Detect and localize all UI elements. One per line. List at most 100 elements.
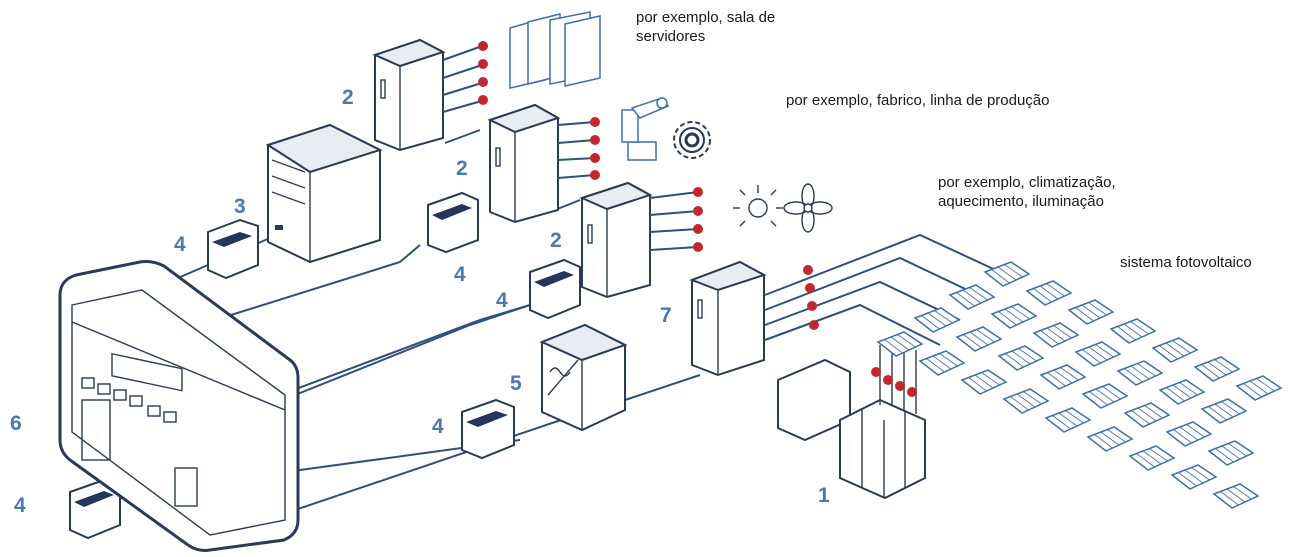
solar-panel xyxy=(1039,364,1087,390)
solar-panel xyxy=(1165,421,1213,447)
solar-panel xyxy=(1207,440,1255,466)
solar-panel xyxy=(1025,280,1073,306)
solar-panel-grid-line xyxy=(1023,391,1042,405)
solar-panel xyxy=(1235,375,1283,401)
meter-and-breakers xyxy=(777,345,926,500)
solar-panel-grid-line xyxy=(1249,380,1269,395)
robot-arm-icon xyxy=(621,97,670,161)
solar-panel-grid-line xyxy=(1065,410,1084,424)
solar-panel-grid-line xyxy=(1011,306,1030,320)
label-module-production: 4 xyxy=(454,263,466,286)
label-meter: 1 xyxy=(818,484,830,507)
solar-panel-grid-line xyxy=(897,334,916,348)
module-server xyxy=(207,218,259,280)
solar-panel-grid-line xyxy=(998,311,1017,326)
solar-panel-grid-line xyxy=(1046,327,1066,342)
label-module-inverter: 4 xyxy=(432,415,444,438)
solar-panel-grid-line xyxy=(1165,342,1185,357)
solar-panel-grid-line xyxy=(1088,346,1108,361)
label-module-hvac: 4 xyxy=(496,289,508,312)
solar-panel-grid-line xyxy=(969,287,988,301)
solar-panel-grid-line xyxy=(1005,353,1024,368)
solar-panel-grid-line xyxy=(1095,388,1115,403)
solar-panel-grid-line xyxy=(1040,330,1059,345)
solar-panel xyxy=(1074,341,1122,367)
solar-panel-grid-line xyxy=(1179,382,1198,396)
solar-panel-grid-line xyxy=(1124,368,1143,383)
solar-panel-grid-line xyxy=(1215,448,1234,463)
solar-panel-grid-line xyxy=(1186,424,1205,438)
solar-panel-grid-line xyxy=(1184,469,1204,484)
label-cabinet-production: 2 xyxy=(456,157,468,180)
solar-panel-grid-line xyxy=(1052,415,1071,430)
solar-panel-grid-line xyxy=(1131,410,1150,425)
solar-panel xyxy=(948,284,996,310)
cabinet-production xyxy=(487,103,600,224)
solar-panel-grid-line xyxy=(1243,383,1262,398)
solar-panel-grid-line xyxy=(969,331,989,346)
caption-manufacturing: por exemplo, fabrico, linha de produção xyxy=(786,92,1050,109)
server-tower xyxy=(265,123,383,264)
label-cabinet-pv: 7 xyxy=(660,304,672,327)
solar-panel xyxy=(918,350,966,376)
server-racks-icon xyxy=(509,11,601,89)
solar-panel xyxy=(960,369,1008,395)
solar-panel-grid-line xyxy=(1130,365,1150,380)
solar-panel-grid-line xyxy=(968,377,987,392)
solar-panel-grid-line xyxy=(974,374,994,389)
label-main-unit: 6 xyxy=(10,412,22,435)
solar-panel-icon xyxy=(876,261,1283,509)
solar-panel-grid-line xyxy=(921,315,940,330)
solar-panel-grid-line xyxy=(1137,407,1157,422)
solar-panel xyxy=(1086,426,1134,452)
gear-icon xyxy=(673,121,711,159)
caption-server-room-line-2: servidores xyxy=(636,28,706,45)
solar-panel-grid-line xyxy=(1039,285,1059,300)
solar-panel-grid-line xyxy=(1018,348,1037,362)
solar-panel-grid-line xyxy=(1226,488,1246,503)
solar-panel-grid-line xyxy=(1173,429,1192,444)
label-inverter: 5 xyxy=(510,372,522,395)
solar-panel-grid-line xyxy=(997,266,1017,281)
label-module-main: 4 xyxy=(14,494,26,517)
solar-panel-grid-line xyxy=(934,310,953,324)
solar-panel-grid-line xyxy=(1102,386,1121,400)
solar-panel-grid-line xyxy=(1053,369,1073,384)
solar-panel-grid-line xyxy=(1058,412,1078,427)
solar-panel-grid-line xyxy=(991,269,1010,284)
inverter xyxy=(539,323,628,432)
solar-panel-grid-line xyxy=(1081,304,1101,319)
solar-panel xyxy=(1116,360,1164,386)
solar-panel-grid-line xyxy=(1221,401,1240,415)
solar-panel-grid-line xyxy=(1221,445,1241,460)
solar-panel-grid-line xyxy=(1130,321,1149,335)
solar-panel xyxy=(1170,464,1218,490)
solar-panel-grid-line xyxy=(1256,378,1275,392)
cabinet-pv xyxy=(689,260,819,377)
solar-panel-grid-line xyxy=(1107,429,1126,443)
solar-panel xyxy=(1002,388,1050,414)
solar-panel-grid-line xyxy=(1011,350,1031,365)
solar-panel-grid-line xyxy=(926,358,945,373)
solar-panel xyxy=(913,307,961,333)
solar-panel-grid-line xyxy=(1191,467,1210,481)
solar-panel-grid-line xyxy=(890,336,910,351)
solar-panel-grid-line xyxy=(1172,340,1191,354)
solar-panel-grid-line xyxy=(963,334,982,349)
main-unit-buttons xyxy=(81,377,177,423)
caption-hvac-line-1: por exemplo, climatização, xyxy=(938,174,1116,191)
cabinet-hvac xyxy=(579,181,703,299)
solar-panel xyxy=(1193,356,1241,382)
solar-panel-grid-line xyxy=(1136,453,1155,468)
caption-server-room: por exemplo, sala de servidores xyxy=(636,8,775,46)
solar-panel-grid-line xyxy=(1123,323,1143,338)
solar-panel-grid-line xyxy=(956,292,975,307)
solar-panel xyxy=(983,261,1031,287)
solar-panel-grid-line xyxy=(1228,443,1247,457)
solar-panel xyxy=(1212,483,1260,509)
solar-panel-grid-line xyxy=(1082,349,1101,364)
solar-panel-grid-line xyxy=(1016,393,1036,408)
solar-panel-grid-line xyxy=(884,339,903,354)
